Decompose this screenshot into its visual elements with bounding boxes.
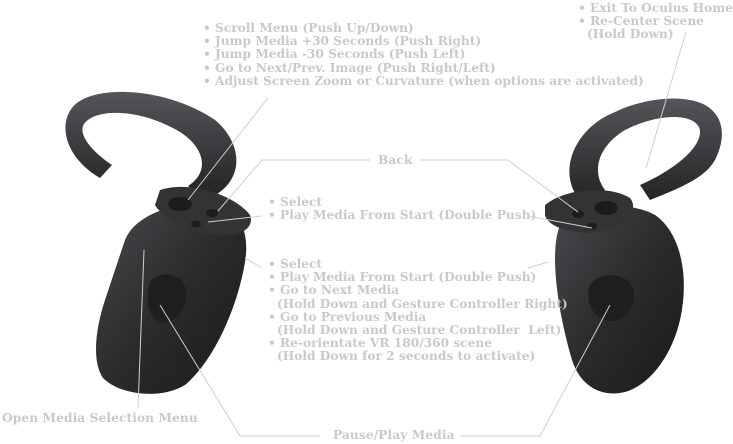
left-grip-button-icon [147, 274, 187, 323]
right-face-button-icon [572, 210, 584, 218]
leader-face-right [527, 215, 593, 229]
right-grip-button-icon [588, 275, 635, 322]
trigger-action: • Select [268, 257, 323, 271]
leader-trigger-right [527, 261, 549, 269]
leader-thumbstick [187, 97, 269, 201]
back-label: Back [378, 153, 413, 167]
leader-grip-left [137, 249, 145, 409]
left-face-button-b-icon [191, 220, 201, 228]
right-tracking-ring [569, 98, 722, 205]
thumbstick-action: • Adjust Screen Zoom or Curvature (when … [203, 73, 644, 88]
trigger-action-note: (Hold Down for 2 seconds to activate) [277, 349, 536, 364]
trigger-action: • Go to Previous Media [268, 309, 427, 324]
leader-pause-left [159, 304, 241, 437]
thumbstick-actions-list: • Scroll Menu (Push Up/Down) • Jump Medi… [203, 21, 644, 88]
thumbstick-action: • Go to Next/Prev. Image (Push Right/Lef… [203, 60, 496, 75]
trigger-action: • Go to Next Media [268, 283, 400, 298]
menu-button-action: • Exit To Oculus Home [578, 1, 733, 15]
leader-back-right [507, 159, 579, 213]
leader-trigger-left [244, 257, 263, 269]
leader-menu-button [645, 31, 687, 169]
leader-back-left [217, 159, 263, 212]
right-face-plate [545, 189, 634, 233]
menu-button-action: • Re-Center Scene [578, 14, 704, 29]
leader-face-left [207, 215, 263, 223]
face-button-action: • Select [268, 195, 323, 209]
left-thumbstick-icon [168, 197, 192, 211]
thumbstick-action: • Jump Media +30 Seconds (Push Right) [203, 34, 482, 49]
trigger-action-note: (Hold Down and Gesture Controller Right) [277, 296, 568, 311]
thumbstick-action: • Scroll Menu (Push Up/Down) [203, 21, 414, 35]
menu-button-action-note: (Hold Down) [587, 27, 674, 42]
right-face-button-b-icon [587, 222, 597, 230]
trigger-actions-list: • Select • Play Media From Start (Double… [268, 257, 568, 364]
face-button-action: • Play Media From Start (Double Push) [268, 208, 537, 223]
trigger-action: • Re-orientate VR 180/360 scene [268, 336, 492, 351]
grip-left-label: Open Media Selection Menu [2, 411, 198, 425]
face-button-actions-list: • Select • Play Media From Start (Double… [268, 195, 537, 223]
right-thumbstick-icon [594, 201, 618, 215]
trigger-action-note: (Hold Down and Gesture Controller Left) [277, 323, 562, 338]
thumbstick-action: • Jump Media -30 Seconds (Push Left) [203, 47, 466, 62]
grip-both-label: Pause/Play Media [333, 428, 455, 442]
trigger-action: • Play Media From Start (Double Push) [268, 270, 537, 285]
left-face-button-icon [206, 209, 218, 217]
left-tracking-ring [65, 91, 237, 200]
leader-pause-right [539, 304, 611, 437]
menu-button-actions-list: • Exit To Oculus Home • Re-Center Scene … [578, 1, 733, 42]
right-controller [545, 98, 722, 394]
leader-lines [137, 31, 687, 437]
left-controller [65, 91, 251, 394]
